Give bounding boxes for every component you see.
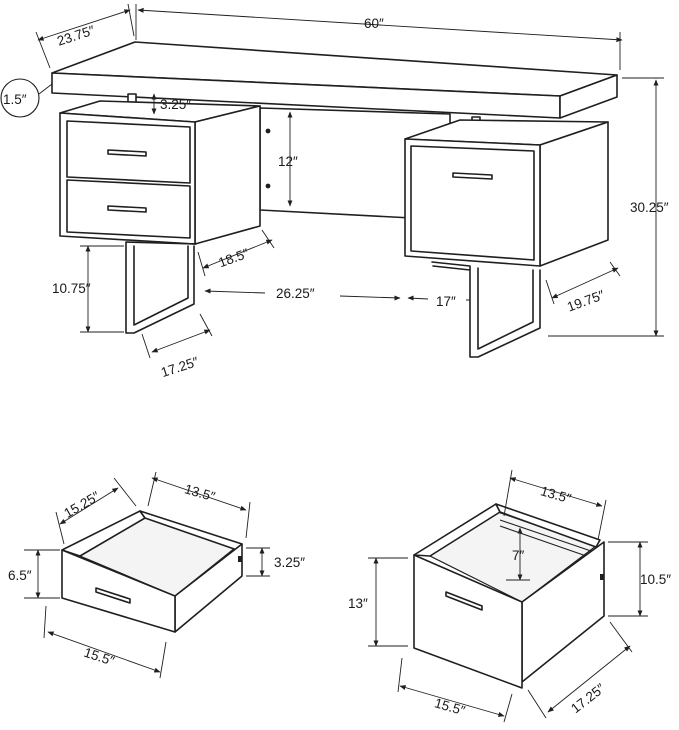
depth-label: 23.75″ [55, 22, 97, 48]
file-drawer-inner-width-label: 13.5″ [539, 483, 573, 506]
small-drawer-inner-width-label: 13.5″ [183, 481, 217, 504]
right-cabinet-width-label: 17″ [436, 294, 456, 309]
small-drawer-handle-icon [95, 587, 131, 604]
file-drawer-front [413, 554, 523, 689]
top-thickness-label: 1.5″ [3, 92, 27, 107]
leg-height-label: 10.75″ [52, 281, 91, 296]
file-drawer-front-width-label: 15.5″ [433, 695, 467, 718]
overall-height-label: 30.25″ [630, 200, 669, 215]
desktop-side-edge [559, 74, 618, 119]
bolt-hole [265, 128, 271, 134]
left-cabinet-side [194, 105, 261, 245]
drawer-slide-icon [238, 556, 242, 562]
file-drawer-front-height-label: 13″ [348, 596, 368, 611]
right-cabinet-depth-label: 19.75″ [565, 287, 607, 314]
left-cabinet-depth-label: 18.5″ [216, 246, 251, 271]
small-drawer-side-height-label: 3.25″ [274, 555, 305, 570]
file-drawer-dimension-lines [368, 469, 648, 723]
small-drawer-dimension-lines [24, 471, 270, 679]
file-drawer-handle-icon [445, 591, 483, 611]
bolt-hole [265, 183, 271, 189]
knee-space-label: 26.25″ [276, 286, 315, 301]
small-drawer-front-width-label: 15.5″ [82, 645, 116, 669]
desk-dimension-lines [0, 3, 664, 359]
top-gap-label: 3.25″ [160, 97, 191, 112]
left-leg-depth-label: 17.25″ [159, 354, 201, 380]
file-drawer-side-height-label: 10.5″ [640, 572, 671, 587]
file-drawer-inner-height-label: 7″ [512, 548, 525, 563]
small-drawer-front [61, 549, 176, 633]
file-drawer-side-depth-label: 17.25″ [568, 680, 608, 716]
small-drawer-front-height-label: 6.5″ [8, 568, 32, 583]
drawer-slide-icon [600, 574, 604, 580]
left-sled-leg [125, 241, 197, 334]
drawer-handle-icon [107, 149, 147, 157]
file-drawer-handle-icon [452, 172, 493, 180]
file-drawer-illustration [413, 503, 605, 689]
right-cabinet-side [539, 121, 609, 267]
file-hanger-rail [499, 519, 595, 559]
back-panel-height-label: 12″ [278, 154, 298, 169]
right-sled-leg [431, 261, 541, 358]
file-drawer-front [410, 145, 535, 261]
small-drawer-illustration [61, 510, 243, 633]
desk-illustration [51, 41, 618, 358]
drawer-handle-icon [107, 205, 147, 213]
width-label: 60″ [364, 16, 384, 31]
small-drawer-side-depth-label: 15.25″ [61, 488, 102, 520]
